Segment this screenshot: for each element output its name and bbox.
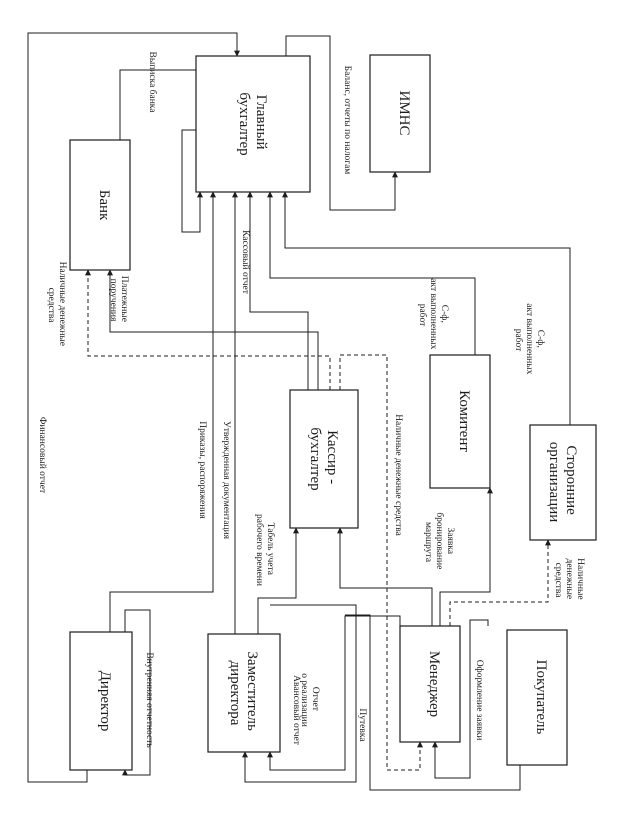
svg-text:Заместитель директора: Заместитель директора bbox=[227, 651, 260, 734]
flow-financial-report bbox=[27, 32, 240, 783]
box-deputy-director: Заместитель директора bbox=[207, 633, 281, 753]
flow-komitent-invoice bbox=[267, 191, 476, 355]
label-invoice-third-party: С-ф, акт выполненных работ bbox=[513, 303, 546, 377]
box-third-party: Сторонние организации bbox=[529, 424, 597, 541]
svg-text:Менеджер: Менеджер bbox=[426, 651, 442, 717]
svg-text:Комитент: Комитент bbox=[456, 390, 472, 452]
flow-booking bbox=[439, 487, 493, 626]
label-booking: Заявка бронирование маршрута bbox=[423, 512, 455, 571]
label-cash-funds: Наличные денежные средства bbox=[393, 414, 403, 536]
flow-order-processing bbox=[432, 619, 489, 779]
label-cash-report: Кассовый отчет bbox=[240, 230, 251, 295]
flow-chief-loop bbox=[181, 129, 203, 233]
flow-orders bbox=[109, 191, 216, 632]
label-sales-report: Отчет о реализации bbox=[299, 673, 320, 727]
box-chief-accountant: Главный бухгалтер bbox=[195, 55, 311, 193]
connectors bbox=[27, 32, 571, 791]
flow-buyer-return bbox=[345, 614, 521, 791]
flow-bank-statement bbox=[119, 69, 196, 140]
label-invoice-komitent: С-ф, акт выполненных работ bbox=[417, 278, 450, 352]
flow-cash-report bbox=[247, 191, 309, 390]
label-payment-orders: Платежные поручения bbox=[108, 276, 129, 325]
label-orders: Приказы, распоряжения bbox=[197, 421, 207, 519]
label-order-processing: Оформление заявки bbox=[474, 660, 485, 741]
flow-advance-report bbox=[242, 604, 357, 783]
svg-text:Сторонние организации: Сторонние организации bbox=[546, 442, 579, 523]
label-balance-reports: Баланс, отчеты по налогам bbox=[342, 66, 352, 175]
flow-labels: Выписка банка Баланс, отчеты по налогам … bbox=[37, 52, 585, 749]
box-manager: Менеджер bbox=[399, 625, 461, 743]
box-director: Директор bbox=[69, 631, 133, 771]
box-cashier: Кассир - бухгалтер bbox=[289, 389, 359, 529]
flow-voucher bbox=[337, 527, 433, 626]
label-financial-report: Финансовый отчет bbox=[37, 417, 48, 494]
box-imns: ИМНС bbox=[369, 54, 431, 173]
svg-text:Банк: Банк bbox=[96, 190, 112, 221]
label-timesheet: Табель учета рабочего времени bbox=[254, 514, 276, 586]
flow-cash-to-bank bbox=[85, 269, 331, 390]
flow-sales-report bbox=[267, 615, 401, 771]
label-bank-statement: Выписка банка bbox=[147, 52, 158, 114]
flow-cash-funds bbox=[339, 354, 423, 771]
flow-third-party-invoice bbox=[282, 191, 571, 425]
flow-balance-reports bbox=[285, 35, 398, 211]
box-bank: Банк bbox=[69, 139, 131, 271]
svg-text:Директор: Директор bbox=[97, 671, 113, 732]
svg-text:Кассир - бухгалтер: Кассир - бухгалтер bbox=[307, 427, 340, 490]
svg-text:Главный бухгалтер: Главный бухгалтер bbox=[236, 92, 269, 155]
box-komitent: Комитент bbox=[429, 354, 491, 489]
svg-text:ИМНС: ИМНС bbox=[396, 90, 412, 135]
label-approved-docs: Утвержденная документация bbox=[221, 421, 231, 540]
label-cash-third-party: Наличные денежные средства bbox=[553, 558, 585, 602]
svg-text:Покупатель: Покупатель bbox=[533, 660, 549, 735]
label-advance-report: Авансовый отчет bbox=[291, 675, 302, 746]
flow-timesheet bbox=[257, 527, 299, 634]
label-cash-to-bank: Наличные денежные средства bbox=[46, 262, 67, 349]
label-voucher: Путевка bbox=[357, 708, 367, 742]
flow-internal-reporting bbox=[122, 609, 151, 776]
flow-cash-third-party bbox=[449, 539, 551, 626]
label-internal-reporting: Внутренняя отчетность bbox=[144, 652, 154, 748]
box-buyer: Покупатель bbox=[506, 629, 568, 766]
flow-payment-orders bbox=[107, 269, 319, 390]
